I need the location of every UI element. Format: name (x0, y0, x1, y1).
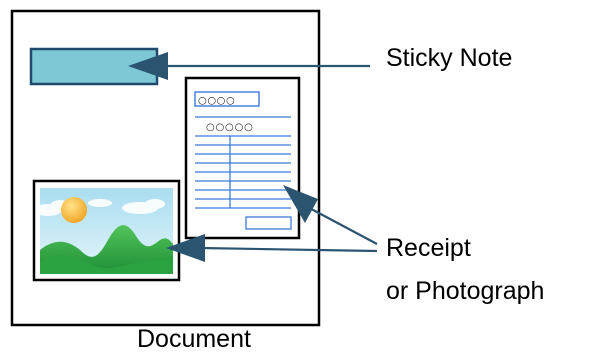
label-sticky-note: Sticky Note (386, 44, 513, 72)
sun-shape (61, 197, 87, 223)
arrows (128, 52, 378, 262)
receipt-total-box (245, 216, 292, 230)
label-or-photograph: or Photograph (386, 277, 545, 305)
receipt-header-marks: ○○○○ (198, 96, 235, 107)
label-receipt: Receipt (386, 234, 471, 262)
receipt: ○○○○ ○○○○○ (184, 76, 301, 240)
receipt-subheader-marks: ○○○○○ (206, 122, 254, 133)
photograph (32, 179, 181, 282)
receipt-table (195, 135, 291, 209)
receipt-header-box (194, 91, 260, 107)
arrow-photograph (166, 234, 378, 262)
arrow-sticky-note (128, 52, 370, 80)
arrow-receipt (283, 185, 378, 245)
label-document: Document (137, 325, 251, 353)
